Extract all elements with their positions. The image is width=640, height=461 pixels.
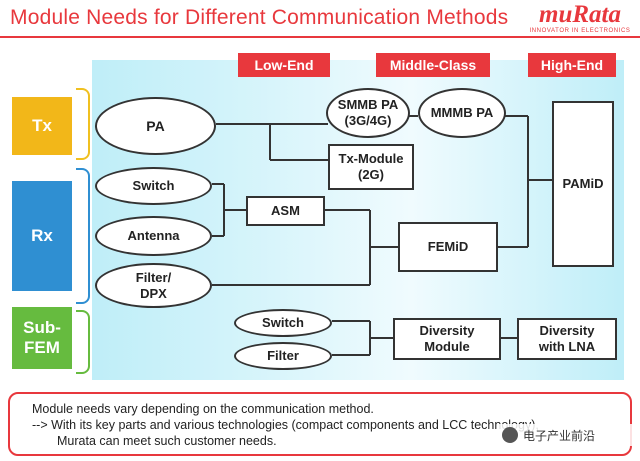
node-div-line1: Diversity <box>419 323 475 338</box>
side-subfem-line1: Sub- <box>23 318 61 337</box>
node-tx-module: Tx-Module (2G) <box>328 144 414 190</box>
side-rx: Rx <box>12 181 72 291</box>
side-subfem-line2: FEM <box>24 338 60 357</box>
class-high-end: High-End <box>528 53 616 77</box>
node-dlna-line1: Diversity <box>539 323 595 338</box>
node-femid: FEMiD <box>398 222 498 272</box>
node-smmb-line1: SMMB PA <box>337 97 399 112</box>
note-line3: Murata can meet such customer needs. <box>57 434 277 448</box>
node-smmb-pa: SMMB PA (3G/4G) <box>326 88 410 138</box>
node-smmb-line2: (3G/4G) <box>344 113 392 128</box>
murata-logo: muRata INNOVATOR IN ELECTRONICS <box>525 1 635 35</box>
node-switch: Switch <box>95 167 212 205</box>
node-dlna-line2: with LNA <box>538 339 596 354</box>
wechat-icon <box>502 427 518 443</box>
brace-rx <box>76 168 90 304</box>
node-asm: ASM <box>246 196 325 226</box>
node-pamid: PAMiD <box>552 101 614 267</box>
logo-tagline: INNOVATOR IN ELECTRONICS <box>529 28 631 34</box>
node-div-line2: Module <box>424 339 470 354</box>
node-diversity-module: Diversity Module <box>393 318 501 360</box>
page-title: Module Needs for Different Communication… <box>10 6 509 29</box>
node-antenna: Antenna <box>95 216 212 256</box>
node-diversity-lna: Diversity with LNA <box>517 318 617 360</box>
node-filter-line1: Filter/ <box>135 269 172 285</box>
brace-subfem <box>76 310 90 374</box>
watermark-text: 电子产业前沿 <box>523 428 596 443</box>
logo-word: muRata <box>539 1 621 28</box>
class-middle-class: Middle-Class <box>376 53 490 77</box>
title-rule <box>0 36 640 38</box>
watermark: 电子产业前沿 <box>498 424 634 446</box>
node-subfem-filter: Filter <box>234 342 332 370</box>
side-tx: Tx <box>12 97 72 155</box>
node-filter-line2: DPX <box>140 285 167 301</box>
node-txmod-line1: Tx-Module <box>338 151 404 166</box>
node-pa: PA <box>95 97 216 155</box>
class-low-end: Low-End <box>238 53 330 77</box>
node-mmmb-pa: MMMB PA <box>418 88 506 138</box>
side-subfem: Sub- FEM <box>12 307 72 369</box>
note-line2-start: --> With its key parts and various techn… <box>32 418 450 432</box>
node-subfem-switch: Switch <box>234 309 332 337</box>
note-line1: Module needs vary depending on the commu… <box>32 402 374 416</box>
node-txmod-line2: (2G) <box>358 167 384 182</box>
brace-tx <box>76 88 90 160</box>
node-filter-dpx: Filter/ DPX <box>95 263 212 308</box>
